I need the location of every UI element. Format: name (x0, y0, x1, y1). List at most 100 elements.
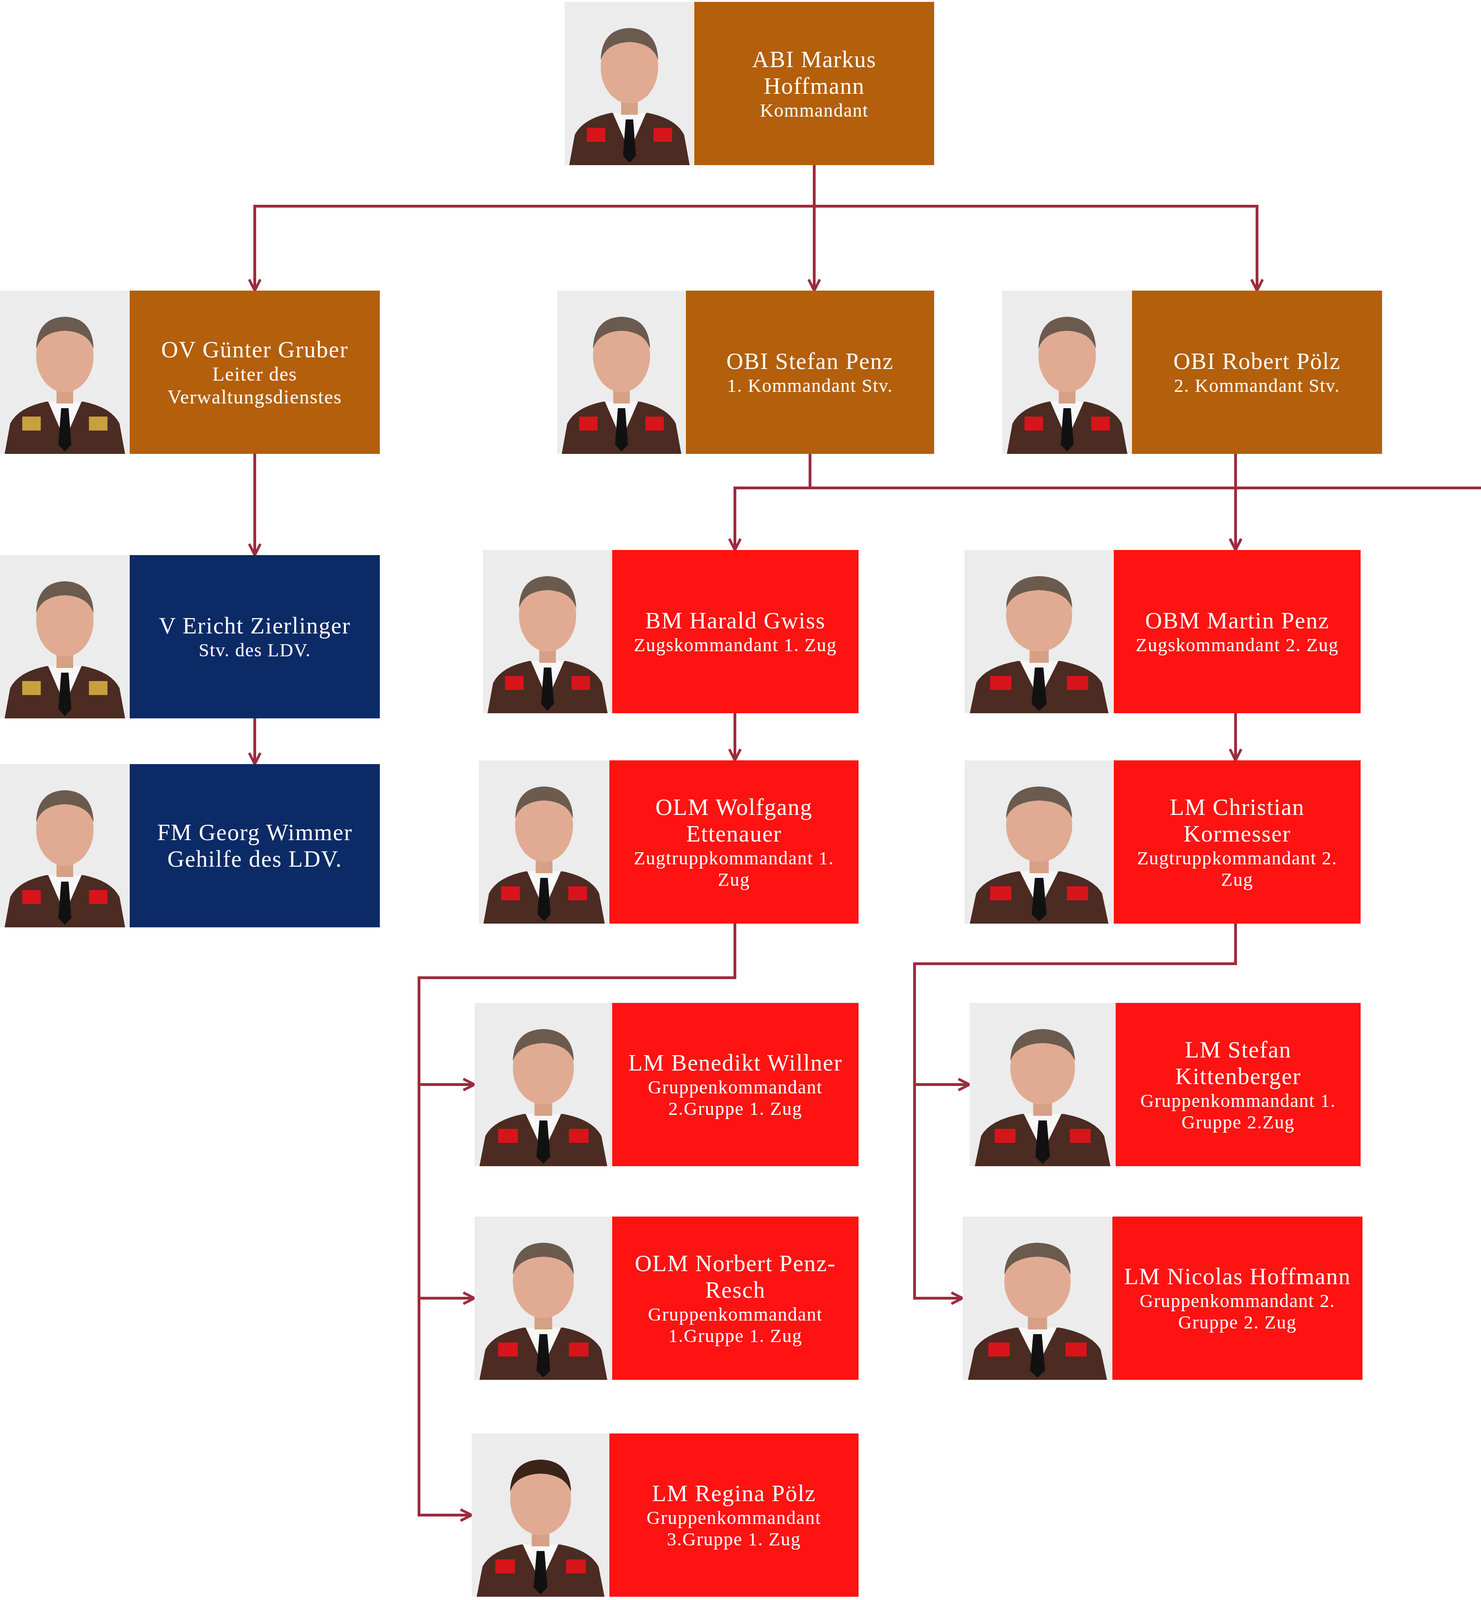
role-panel: OBM Martin PenzZugskommandant 2. Zug (1113, 550, 1361, 714)
person-box: OLM Wolfgang EttenauerZugtruppkommandant… (478, 760, 859, 924)
portrait-photo (964, 550, 1114, 714)
portrait-photo (471, 1433, 610, 1598)
text-group: OBM Martin PenzZugskommandant 2. Zug (1121, 607, 1354, 657)
person-box: LM Nicolas HoffmannGruppenkommandant 2. … (962, 1216, 1363, 1381)
role-title: Gehilfe des LDV. (137, 845, 373, 874)
reporting-arrow (734, 454, 811, 551)
reporting-arrow (1234, 454, 1237, 551)
person-box: LM Benedikt WillnerGruppenkommandant 2.G… (474, 1003, 859, 1167)
role-panel: FM Georg WimmerGehilfe des LDV. (129, 764, 380, 928)
text-group: BM Harald GwissZugskommandant 1. Zug (619, 607, 852, 657)
reporting-arrow (253, 454, 257, 556)
role-panel: LM Benedikt WillnerGruppenkommandant 2.G… (612, 1003, 859, 1167)
continuation-line (1235, 486, 1481, 490)
text-group: LM Regina PölzGruppenkommandant 3.Gruppe… (616, 1480, 852, 1551)
portrait-photo (482, 550, 613, 714)
role-title: 2. Kommandant Stv. (1139, 375, 1375, 397)
person-name: OBI Robert Pölz (1139, 348, 1375, 376)
portrait-photo (969, 1003, 1116, 1167)
person-box: LM Stefan KittenbergerGruppenkommandant … (969, 1003, 1361, 1167)
person-name: LM Christian Kormesser (1121, 794, 1354, 848)
role-panel: OV Günter GruberLeiter des Verwaltungsdi… (129, 290, 380, 455)
portrait-photo (564, 1, 695, 166)
person-box: BM Harald GwissZugskommandant 1. Zug (482, 550, 859, 714)
role-panel: LM Stefan KittenbergerGruppenkommandant … (1115, 1003, 1361, 1167)
portrait-photo (964, 760, 1114, 924)
person-name: LM Regina Pölz (616, 1480, 852, 1508)
person-name: ABI Markus Hoffmann (701, 46, 927, 100)
role-title: 1. Kommandant Stv. (693, 375, 927, 397)
text-group: OBI Robert Pölz2. Kommandant Stv. (1139, 348, 1375, 397)
person-box: LM Regina PölzGruppenkommandant 3.Gruppe… (471, 1433, 859, 1598)
role-title: Gruppenkommandant 1. Gruppe 2.Zug (1123, 1090, 1354, 1134)
text-group: OLM Wolfgang EttenauerZugtruppkommandant… (616, 794, 852, 891)
person-name: V Ericht Zierlinger (137, 612, 373, 640)
person-name: OLM Wolfgang Ettenauer (616, 794, 852, 848)
role-title: Gruppenkommandant 2.Gruppe 1. Zug (619, 1076, 852, 1120)
person-name: LM Benedikt Willner (619, 1049, 852, 1077)
person-name: OBI Stefan Penz (693, 348, 927, 376)
person-name: BM Harald Gwiss (619, 607, 852, 635)
person-box: OBM Martin PenzZugskommandant 2. Zug (964, 550, 1361, 714)
text-group: LM Stefan KittenbergerGruppenkommandant … (1123, 1036, 1354, 1134)
role-panel: BM Harald GwissZugskommandant 1. Zug (612, 550, 859, 714)
portrait-photo (478, 760, 610, 924)
reporting-arrow (814, 165, 1258, 291)
role-title: Zugtruppkommandant 2. Zug (1121, 847, 1354, 891)
person-box: ABI Markus HoffmannKommandant (564, 1, 935, 166)
role-title: Zugtruppkommandant 1. Zug (616, 847, 852, 891)
portrait-photo (557, 290, 686, 455)
role-panel: V Ericht ZierlingerStv. des LDV. (129, 555, 380, 719)
role-title: Gruppenkommandant 1.Gruppe 1. Zug (619, 1304, 852, 1348)
role-panel: LM Nicolas HoffmannGruppenkommandant 2. … (1112, 1216, 1363, 1381)
role-title: Gruppenkommandant 3.Gruppe 1. Zug (616, 1507, 852, 1551)
text-group: OLM Norbert Penz-ReschGruppenkommandant … (619, 1250, 852, 1348)
text-group: LM Nicolas HoffmannGruppenkommandant 2. … (1119, 1263, 1356, 1334)
text-group: ABI Markus HoffmannKommandant (701, 46, 927, 122)
reporting-arrow (733, 713, 737, 761)
text-group: FM Georg WimmerGehilfe des LDV. (137, 819, 373, 874)
person-name: FM Georg Wimmer (137, 819, 373, 847)
role-panel: LM Christian KormesserZugtruppkommandant… (1113, 760, 1361, 924)
role-panel: LM Regina PölzGruppenkommandant 3.Gruppe… (609, 1433, 859, 1598)
person-box: OLM Norbert Penz-ReschGruppenkommandant … (474, 1216, 859, 1381)
text-group: OV Günter GruberLeiter des Verwaltungsdi… (137, 336, 373, 409)
portrait-photo (474, 1003, 613, 1167)
text-group: LM Christian KormesserZugtruppkommandant… (1121, 794, 1354, 891)
reporting-arrow (810, 454, 1236, 551)
person-box: V Ericht ZierlingerStv. des LDV. (0, 555, 380, 719)
portrait-photo (0, 555, 130, 719)
role-title: Zugskommandant 2. Zug (1121, 634, 1354, 657)
portrait-photo (0, 764, 130, 928)
person-name: LM Stefan Kittenberger (1123, 1036, 1354, 1091)
reporting-arrow (1234, 713, 1237, 761)
role-title: Stv. des LDV. (137, 639, 373, 662)
role-panel: OLM Norbert Penz-ReschGruppenkommandant … (612, 1216, 859, 1381)
role-panel: OLM Wolfgang EttenauerZugtruppkommandant… (609, 760, 859, 924)
person-box: OBI Robert Pölz2. Kommandant Stv. (1002, 290, 1383, 455)
portrait-photo (962, 1216, 1113, 1381)
role-panel: ABI Markus HoffmannKommandant (694, 1, 935, 166)
portrait-photo (474, 1216, 613, 1381)
person-box: OBI Stefan Penz1. Kommandant Stv. (557, 290, 935, 455)
person-box: LM Christian KormesserZugtruppkommandant… (964, 760, 1361, 924)
person-box: FM Georg WimmerGehilfe des LDV. (0, 764, 380, 928)
role-title: Leiter des Verwaltungsdienstes (137, 363, 373, 409)
person-name: LM Nicolas Hoffmann (1119, 1263, 1356, 1291)
role-panel: OBI Stefan Penz1. Kommandant Stv. (685, 290, 935, 455)
text-group: V Ericht ZierlingerStv. des LDV. (137, 612, 373, 662)
person-name: OLM Norbert Penz-Resch (619, 1250, 852, 1305)
text-group: OBI Stefan Penz1. Kommandant Stv. (693, 348, 927, 397)
portrait-photo (0, 290, 130, 455)
role-title: Gruppenkommandant 2. Gruppe 2. Zug (1119, 1290, 1356, 1334)
reporting-arrow (254, 165, 815, 291)
person-box: OV Günter GruberLeiter des Verwaltungsdi… (0, 290, 380, 455)
portrait-photo (1002, 290, 1132, 455)
role-panel: OBI Robert Pölz2. Kommandant Stv. (1131, 290, 1383, 455)
person-name: OBM Martin Penz (1121, 607, 1354, 635)
role-title: Zugskommandant 1. Zug (619, 634, 852, 657)
reporting-arrow (253, 718, 257, 765)
text-group: LM Benedikt WillnerGruppenkommandant 2.G… (619, 1049, 852, 1120)
person-name: OV Günter Gruber (137, 336, 373, 364)
